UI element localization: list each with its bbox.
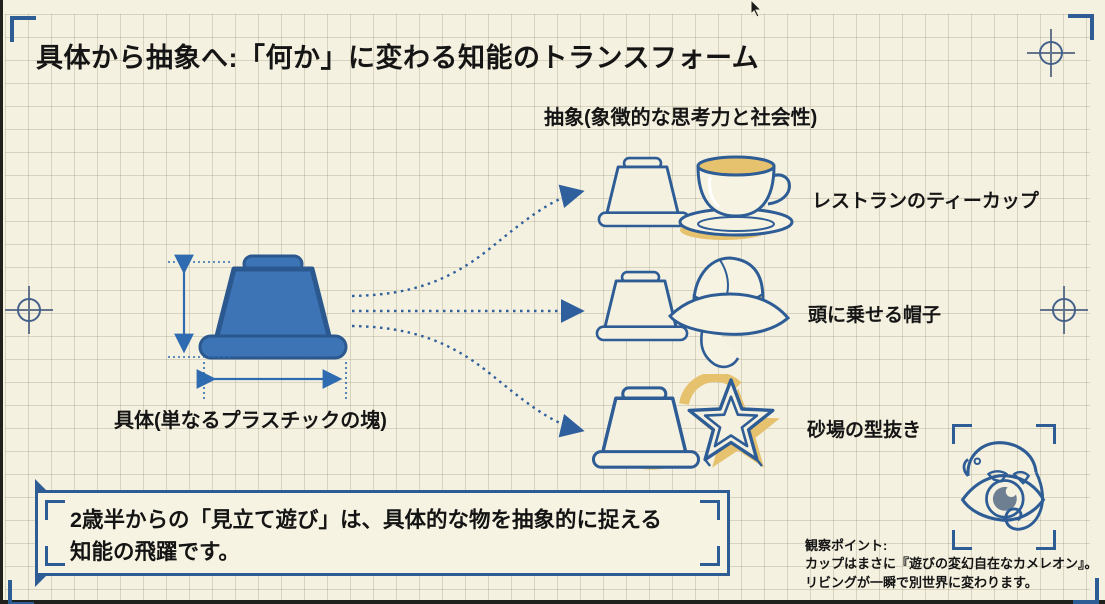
concrete-label: 具体(単なるプラスチックの塊) bbox=[114, 410, 387, 432]
viewfinder-bracket-icon bbox=[1036, 424, 1056, 444]
corner-bracket-icon bbox=[700, 500, 720, 520]
corner-bracket-icon bbox=[1073, 578, 1099, 604]
outline-cup-icon bbox=[591, 386, 701, 470]
page-title: 具体から抽象へ:「何か」に変わる知能のトランスフォーム bbox=[36, 43, 760, 73]
fold-accent bbox=[35, 574, 48, 587]
corner-bracket-icon bbox=[45, 546, 65, 566]
chameleon-eye-icon bbox=[960, 441, 1046, 531]
corner-bracket-icon bbox=[1068, 14, 1094, 40]
observation-line: カップはまさに『遊びの変幻自在なカメレオン』。 bbox=[805, 556, 1098, 572]
callout-box: 2歳半からの「見立て遊び」は、具体的な物を抽象的に捉える知能の飛躍です。 bbox=[35, 479, 730, 587]
registration-mark-icon bbox=[1040, 286, 1088, 334]
fedora-hat-icon bbox=[667, 256, 791, 369]
corner-bracket-icon bbox=[700, 546, 720, 566]
outline-cup-icon bbox=[595, 270, 689, 342]
observation-line: リビングが一瞬で別世界に変わります。 bbox=[805, 574, 1038, 590]
item-label-hat: 頭に乗せる帽子 bbox=[808, 305, 942, 326]
observation-note: 観察ポイント: カップはまさに『遊びの変幻自在なカメレオン』。 リビングが一瞬で… bbox=[805, 537, 1105, 592]
dimension-arrows bbox=[168, 254, 347, 400]
corner-bracket-icon bbox=[8, 580, 34, 604]
corner-bracket-icon bbox=[10, 16, 36, 42]
callout-text: 2歳半からの「見立て遊び」は、具体的な物を抽象的に捉える知能の飛躍です。 bbox=[70, 508, 662, 565]
window-edge-bottom bbox=[0, 600, 1105, 604]
mouse-cursor-icon bbox=[750, 0, 763, 18]
fold-accent bbox=[35, 479, 48, 492]
viewfinder-bracket-icon bbox=[952, 424, 972, 444]
viewfinder-bracket-icon bbox=[952, 530, 972, 550]
teacup-icon bbox=[678, 155, 794, 240]
observation-heading: 観察ポイント: bbox=[805, 538, 888, 553]
outline-cup-icon bbox=[597, 156, 691, 228]
viewfinder-bracket-icon bbox=[1036, 530, 1056, 550]
item-label-star-mold: 砂場の型抜き bbox=[807, 420, 922, 441]
transform-arrows bbox=[351, 184, 585, 438]
registration-mark-icon bbox=[5, 286, 53, 334]
star-mold-icon bbox=[679, 374, 780, 468]
corner-bracket-icon bbox=[45, 500, 65, 520]
item-label-teacup: レストランのティーカップ bbox=[812, 191, 1039, 212]
abstract-header: 抽象(象徴的な思考力と社会性) bbox=[544, 107, 818, 129]
blue-cup-icon bbox=[198, 254, 348, 360]
registration-mark-icon bbox=[1027, 29, 1075, 77]
window-edge-left bbox=[0, 0, 3, 604]
